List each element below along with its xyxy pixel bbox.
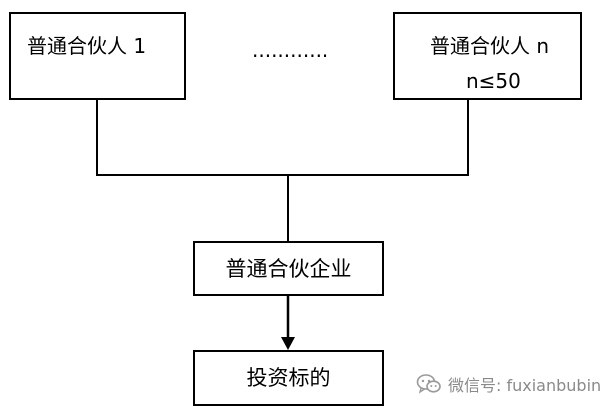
wechat-icon: [416, 373, 442, 395]
partner-n-label: 普通合伙人 n: [430, 34, 550, 58]
partner-1-box: 普通合伙人 1: [9, 12, 186, 100]
partner-n-box: 普通合伙人 n n≤50: [393, 12, 582, 100]
target-box: 投资标的: [193, 350, 384, 406]
watermark-text: 微信号: fuxianbubin: [448, 376, 602, 395]
enterprise-box: 普通合伙企业: [193, 241, 384, 296]
enterprise-label: 普通合伙企业: [225, 256, 352, 281]
arrowhead-icon: [281, 337, 295, 350]
target-label: 投资标的: [246, 366, 331, 390]
partner-n-limit: n≤50: [466, 69, 521, 93]
partners-ellipsis: ............: [252, 38, 329, 62]
wechat-watermark: 微信号: fuxianbubin: [416, 371, 601, 397]
partner-1-label: 普通合伙人 1: [27, 34, 147, 58]
